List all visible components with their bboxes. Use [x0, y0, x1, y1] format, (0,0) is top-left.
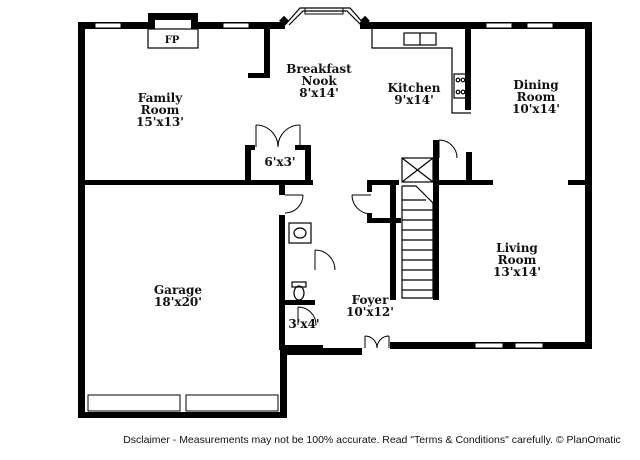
- powder-room-fixtures: [288, 222, 312, 301]
- kitchen-name: Kitchen: [388, 81, 441, 95]
- vanity: [288, 222, 312, 244]
- nook-name-line2: Nook: [301, 74, 337, 88]
- doors: [255, 124, 458, 349]
- window: [474, 342, 504, 349]
- toilet: [291, 281, 307, 288]
- disclaimer: Dsclaimer - Measurements may not be 100%…: [123, 434, 621, 446]
- interior-walls: [85, 28, 585, 350]
- window: [222, 22, 250, 29]
- foyer-closet-size: 3'x4': [288, 317, 319, 331]
- bay-window: [279, 7, 370, 26]
- living-room-size: 13'x14': [493, 265, 541, 279]
- foyer-size: 10'x12': [346, 305, 394, 319]
- fireplace: [147, 28, 199, 49]
- dining-room-name-line2: Room: [517, 90, 556, 104]
- family-room-name-line2: Room: [141, 103, 180, 117]
- living-room-name-line2: Room: [498, 253, 537, 267]
- room-labels: FP Family Room 15'x13' Breakfast Nook 8'…: [136, 35, 560, 331]
- family-room-size: 15'x13': [136, 115, 184, 129]
- window: [94, 22, 122, 29]
- window: [514, 342, 544, 349]
- kitchen-size: 9'x14': [394, 93, 434, 107]
- dining-room-size: 10'x14': [512, 102, 560, 116]
- living-room-name-line1: Living: [496, 241, 538, 255]
- garage-door: [87, 394, 181, 412]
- fireplace-label: FP: [165, 35, 180, 46]
- kitchen-fixtures: [371, 29, 471, 114]
- window: [485, 22, 513, 29]
- garage-name: Garage: [154, 283, 203, 297]
- dining-room-name-line1: Dining: [513, 78, 559, 92]
- garage-size: 18'x20': [154, 295, 202, 309]
- window: [526, 22, 554, 29]
- staircase: [401, 157, 434, 299]
- garage-door: [185, 394, 279, 412]
- foyer-name: Foyer: [352, 293, 389, 307]
- nook-name-line1: Breakfast: [286, 62, 352, 76]
- windows: [87, 7, 554, 412]
- family-closet-size: 6'x3': [264, 155, 295, 169]
- stove: [453, 73, 468, 99]
- family-room-name-line1: Family: [138, 91, 183, 105]
- nook-size: 8'x14': [299, 86, 339, 100]
